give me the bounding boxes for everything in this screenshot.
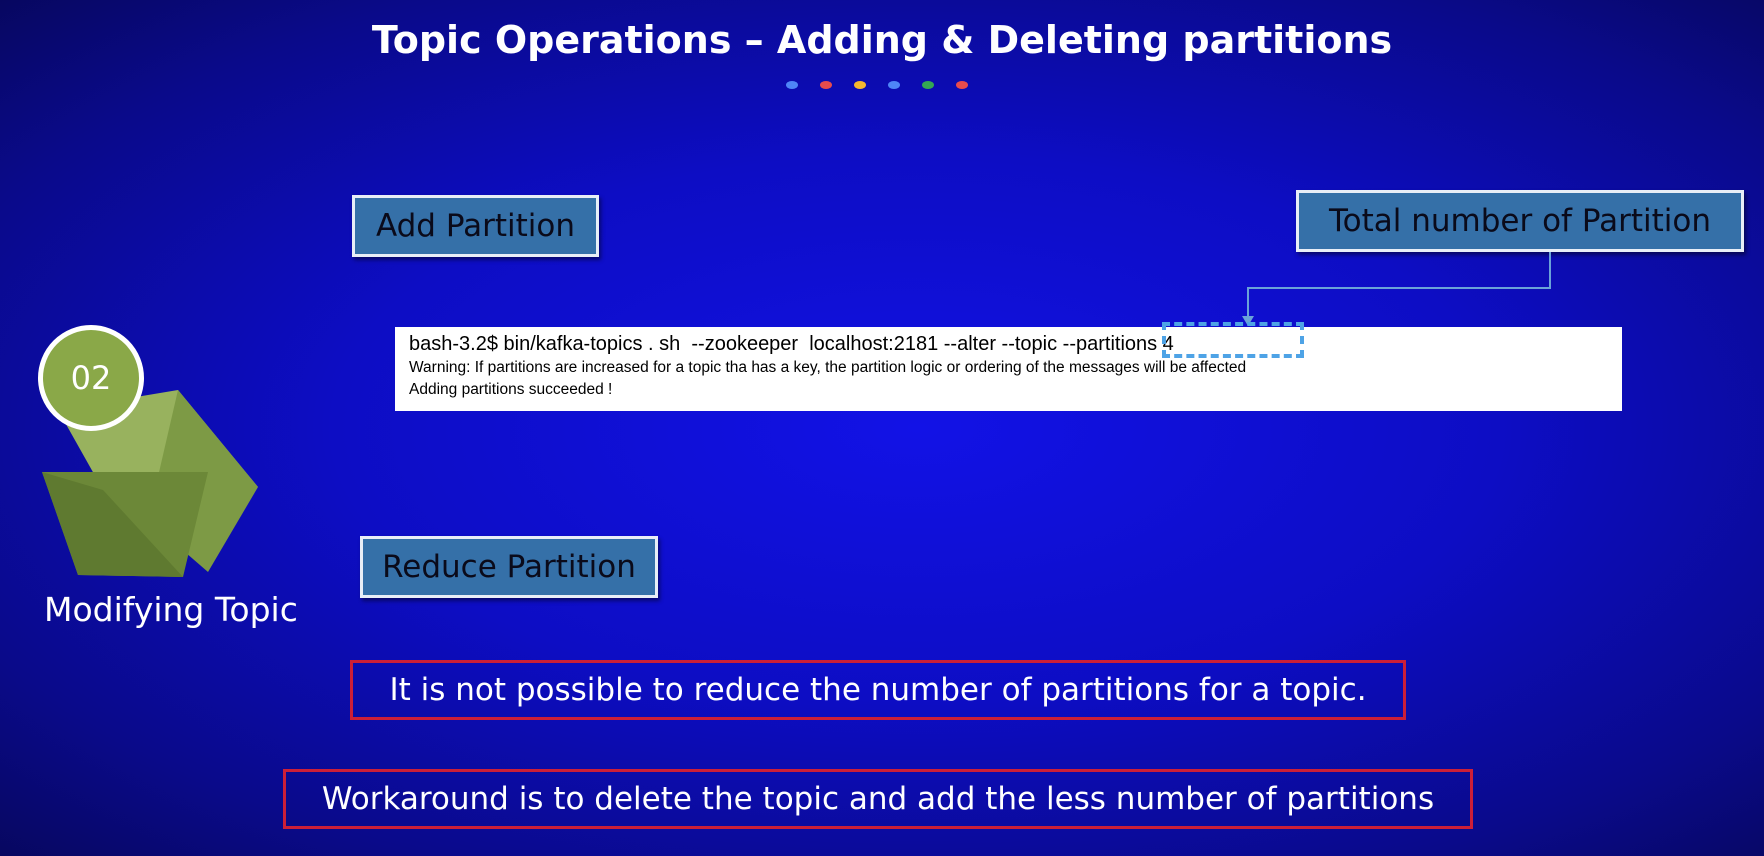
command-prefix: bash-3.2$ bin/kafka-topics . sh --zookee… <box>409 333 1063 355</box>
command-line: bash-3.2$ bin/kafka-topics . sh --zookee… <box>409 331 1608 357</box>
warning-line: Warning: If partitions are increased for… <box>409 359 1247 376</box>
dot-6 <box>956 81 968 89</box>
decorative-dots <box>786 81 968 89</box>
step-badge: 02 <box>38 325 144 431</box>
reduce-not-possible-note: It is not possible to reduce the number … <box>350 660 1406 720</box>
dot-5 <box>922 81 934 89</box>
workaround-note: Workaround is to delete the topic and ad… <box>283 769 1473 829</box>
cube-icon <box>42 390 258 577</box>
reduce-partition-label: Reduce Partition <box>360 536 658 598</box>
add-partition-label: Add Partition <box>352 195 599 257</box>
terminal-output: bash-3.2$ bin/kafka-topics . sh --zookee… <box>395 327 1622 411</box>
dot-1 <box>786 81 798 89</box>
total-partition-callout: Total number of Partition <box>1296 190 1744 252</box>
dot-4 <box>888 81 900 89</box>
slide-title: Topic Operations – Adding & Deleting par… <box>371 18 1393 62</box>
dot-3 <box>854 81 866 89</box>
partitions-highlight-box <box>1162 322 1304 358</box>
result-line: Adding partitions succeeded ! <box>409 381 613 398</box>
section-label: Modifying Topic <box>44 590 298 629</box>
dot-2 <box>820 81 832 89</box>
command-highlight: --partitions 4 <box>1062 333 1174 355</box>
